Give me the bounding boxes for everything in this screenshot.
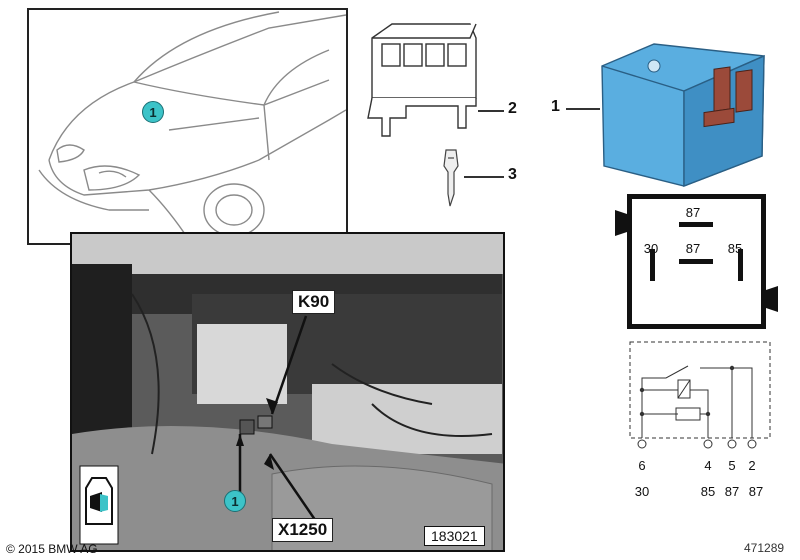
pin-87-top-blade <box>679 222 713 227</box>
part-1-number: 1 <box>551 98 560 115</box>
part-3-number: 3 <box>508 166 517 183</box>
part-2-leader <box>478 110 504 112</box>
photo-number-label: 183021 <box>424 526 485 546</box>
terminal-function-85: 85 <box>700 484 716 499</box>
part-3-leader <box>464 176 504 178</box>
terminal-pin-2: 2 <box>748 458 756 473</box>
pin-85-label: 85 <box>727 241 743 256</box>
relay-body-drawing <box>601 43 765 188</box>
relay-pin-symbol: 87 30 87 85 <box>627 194 766 329</box>
photo-scene <box>72 234 503 550</box>
terminal-pin-drawing <box>443 149 459 207</box>
overview-callout-1: 1 <box>142 101 164 123</box>
photo-callout-1: 1 <box>224 490 246 512</box>
pin-85-blade <box>738 249 743 281</box>
car-overview-panel: 1 <box>27 8 348 245</box>
pin-87-center-label: 87 <box>685 241 701 256</box>
pin-87-top-label: 87 <box>685 205 701 220</box>
terminal-pin-5: 5 <box>728 458 736 473</box>
terminal-function-30: 30 <box>634 484 650 499</box>
part-2-number: 2 <box>508 100 517 117</box>
car-outline-drawing <box>38 11 346 241</box>
copyright-text: © 2015 BMW AG <box>6 542 98 556</box>
terminal-function-87a: 87 <box>724 484 740 499</box>
terminal-function-87b: 87 <box>748 484 764 499</box>
terminal-pin-4: 4 <box>704 458 712 473</box>
part-1-leader <box>566 108 600 110</box>
relay-socket-drawing <box>367 23 477 137</box>
k90-label: K90 <box>292 290 336 314</box>
pin-87-center-blade <box>679 259 713 264</box>
installation-photo: K90 1 X1250 183021 <box>70 232 505 552</box>
diagram-number: 471289 <box>744 541 785 555</box>
terminal-pin-6: 6 <box>638 458 646 473</box>
x1250-label: X1250 <box>272 518 334 542</box>
relay-circuit-schematic <box>629 341 771 449</box>
photo-arrows <box>236 315 324 531</box>
pin-30-blade <box>650 249 655 281</box>
